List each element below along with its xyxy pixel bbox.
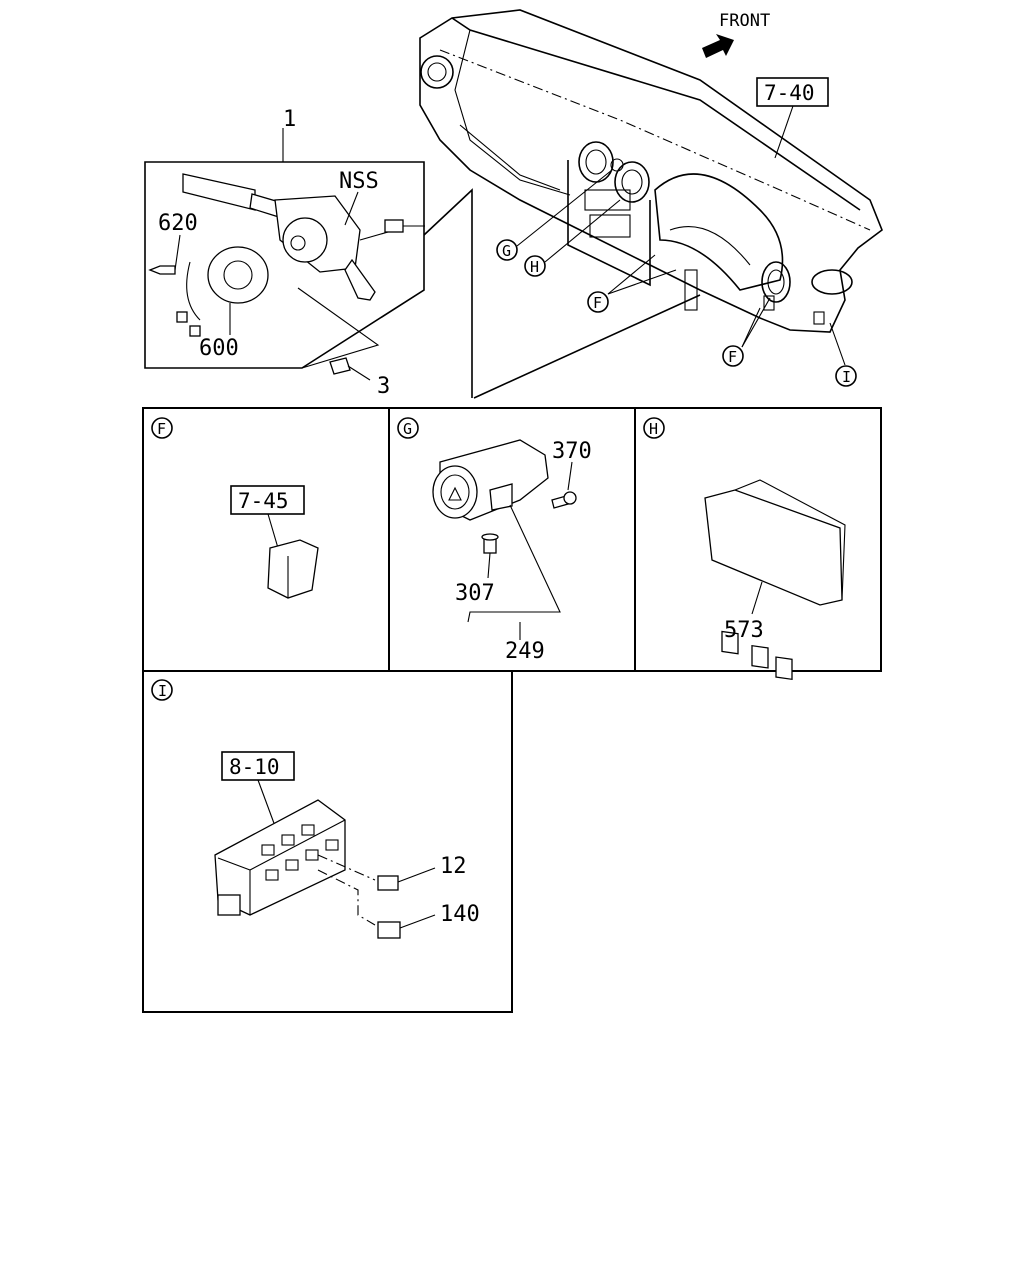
callout-600: 600 [199,336,239,361]
panel-h: H 573 [643,417,846,681]
panel-i-marker: I [158,682,167,700]
front-label: FRONT [719,11,770,31]
marker-h-label: H [530,258,539,276]
panel-g-part-249: 249 [505,639,545,664]
marker-leaders [473,169,846,399]
front-indicator: FRONT [702,11,770,58]
panel-i-part-140: 140 [440,902,480,927]
marker-f1-label: F [593,294,602,312]
panel-g-part-307: 307 [455,581,495,606]
front-arrow-icon [702,34,734,58]
panel-i-part-12: 12 [440,854,467,879]
panel-g-part-370: 370 [552,439,592,464]
marker-f2: F [722,345,744,367]
panel-g: G 370 307 249 [397,417,592,664]
callout-nss: NSS [339,169,379,194]
marker-g: G [496,239,518,261]
dashboard-drawing [419,9,883,333]
marker-f1: F [587,291,609,313]
marker-i-label: I [842,368,851,386]
callout-1: 1 [283,107,296,132]
callout-620: 620 [158,211,198,236]
dashboard-ref-label: 7-40 [764,81,815,105]
callout-3: 3 [377,374,390,399]
hazard-icon [448,486,462,501]
panel-i: I 8-10 12 140 [151,679,480,939]
panel-f-ref: 7-45 [238,489,289,513]
panel-f-marker: F [157,420,166,438]
marker-g-label: G [502,242,511,260]
ref-box-7-40: 7-40 [756,77,829,159]
marker-f2-label: F [728,348,737,366]
marker-h: H [524,255,546,277]
panel-i-ref: 8-10 [229,755,280,779]
marker-i: I [835,365,857,387]
panel-h-marker: H [649,420,658,438]
panel-g-marker: G [403,420,412,438]
detail-grid [142,407,882,1013]
panel-f: F 7-45 [151,417,319,599]
switch-assembly-inset: 1 NSS 600 620 3 [144,107,473,399]
panel-h-part-573: 573 [724,618,764,643]
